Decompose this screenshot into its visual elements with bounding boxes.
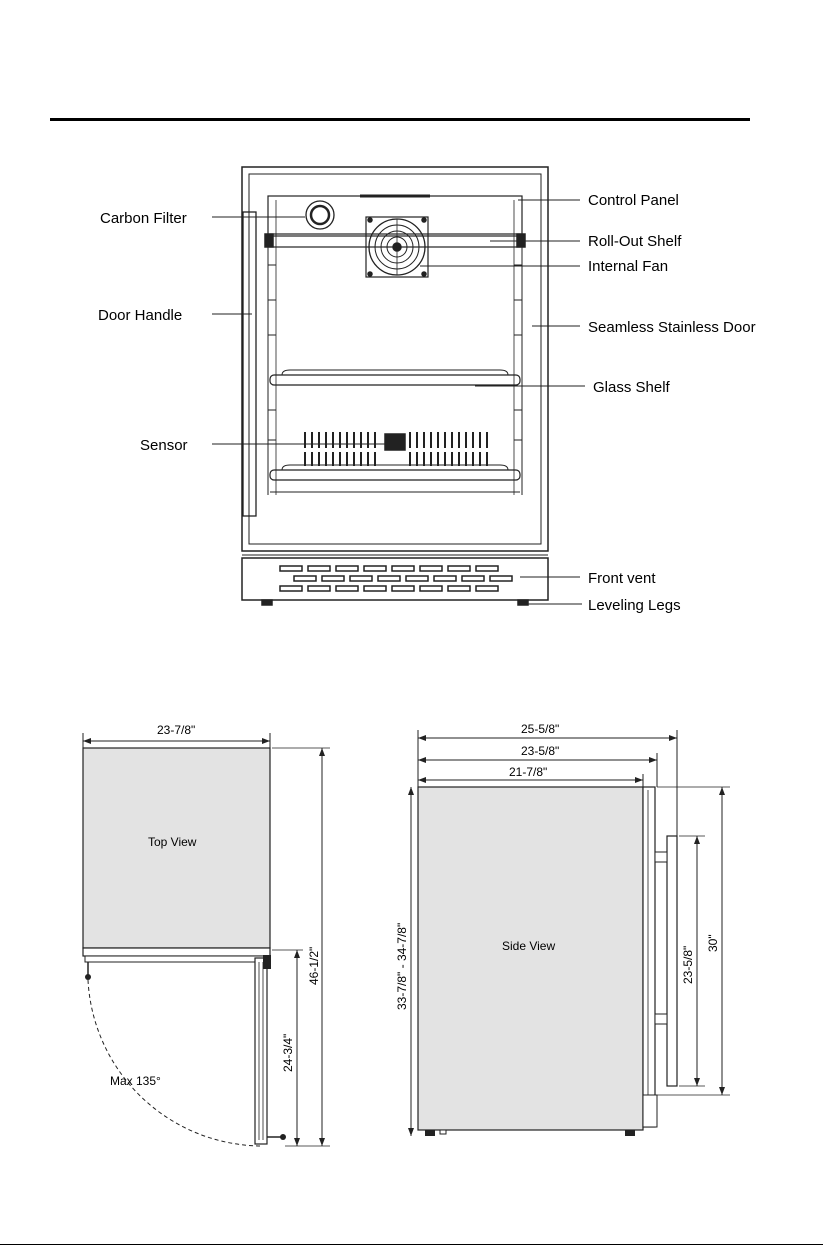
side-view-depth-cabinet-label: 21-7/8" bbox=[509, 765, 547, 779]
top-view-title: Top View bbox=[148, 835, 197, 849]
label-seamless-door: Seamless Stainless Door bbox=[588, 319, 756, 336]
top-view-width-label: 23-7/8" bbox=[157, 723, 195, 737]
top-view-open-door bbox=[255, 958, 267, 1144]
base-kickplate bbox=[242, 558, 548, 600]
side-view-handle-length-label: 23-5/8" bbox=[681, 946, 695, 984]
label-glass-shelf: Glass Shelf bbox=[593, 379, 671, 396]
side-view-depth-total-label: 25-5/8" bbox=[521, 722, 559, 736]
label-sensor: Sensor bbox=[140, 437, 188, 454]
side-view-handle bbox=[667, 836, 677, 1086]
side-view-door bbox=[643, 787, 655, 1127]
side-view-height-label: 33-7/8" - 34-7/8" bbox=[395, 923, 409, 1010]
label-door-handle: Door Handle bbox=[98, 307, 182, 324]
label-internal-fan: Internal Fan bbox=[588, 258, 668, 275]
glass-shelf bbox=[270, 375, 520, 385]
side-view bbox=[408, 730, 730, 1136]
side-view-depth-mid-label: 23-5/8" bbox=[521, 744, 559, 758]
side-view-title: Side View bbox=[502, 939, 555, 953]
side-view-cabinet bbox=[418, 787, 643, 1130]
sensor-icon bbox=[385, 434, 405, 450]
fan-icon bbox=[366, 217, 428, 277]
label-front-vent: Front vent bbox=[588, 570, 656, 587]
top-view-door-depth-label: 24-3/4" bbox=[281, 1034, 295, 1072]
label-leveling-legs: Leveling Legs bbox=[588, 597, 681, 614]
top-view-depth-label: 46-1/2" bbox=[307, 947, 321, 985]
label-roll-out-shelf: Roll-Out Shelf bbox=[588, 233, 682, 250]
front-vent bbox=[280, 566, 512, 591]
label-control-panel: Control Panel bbox=[588, 192, 679, 209]
leveling-leg-right bbox=[518, 600, 528, 605]
top-view-swing-label: Max 135° bbox=[110, 1074, 161, 1088]
leveling-leg-left bbox=[262, 600, 272, 605]
label-carbon-filter: Carbon Filter bbox=[100, 210, 187, 227]
door-swing-arc bbox=[88, 980, 262, 1146]
door-glass-frame bbox=[249, 174, 541, 544]
side-view-door-height-label: 30" bbox=[706, 934, 720, 952]
